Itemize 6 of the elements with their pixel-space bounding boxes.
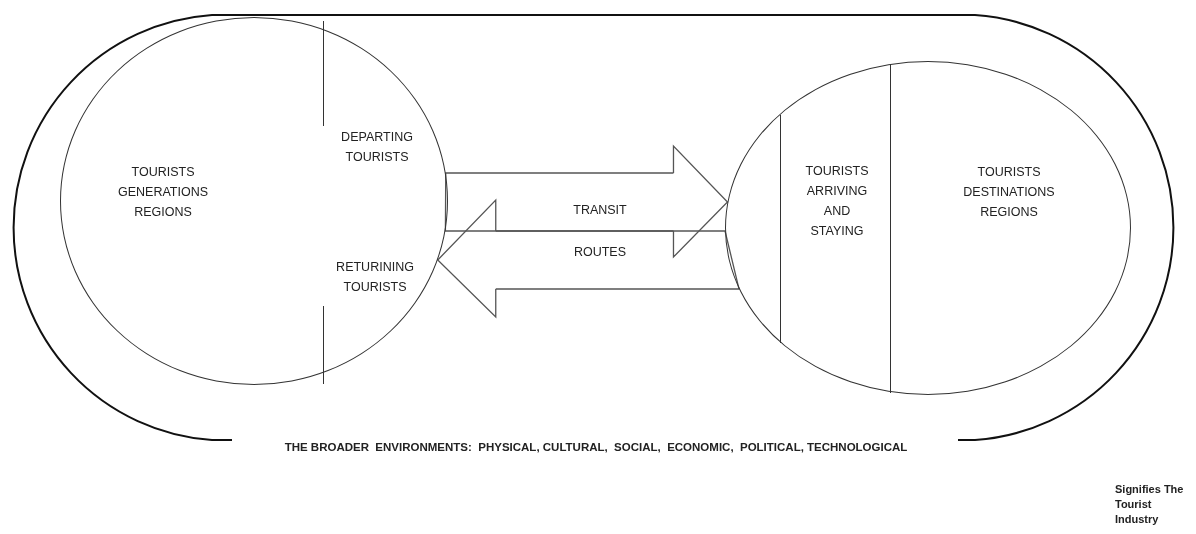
region-label: TOURISTS DESTINATIONS REGIONS bbox=[962, 164, 1056, 221]
region-label: TOURISTS ARRIVING AND STAYING bbox=[804, 163, 870, 240]
region-label: DEPARTING TOURISTS bbox=[340, 129, 414, 166]
region-label: TOURISTS GENERATIONS REGIONS bbox=[116, 164, 210, 221]
note-text: Signifies The Tourist Industry bbox=[1115, 482, 1185, 527]
region-label: RETURINING TOURISTS bbox=[335, 259, 415, 296]
